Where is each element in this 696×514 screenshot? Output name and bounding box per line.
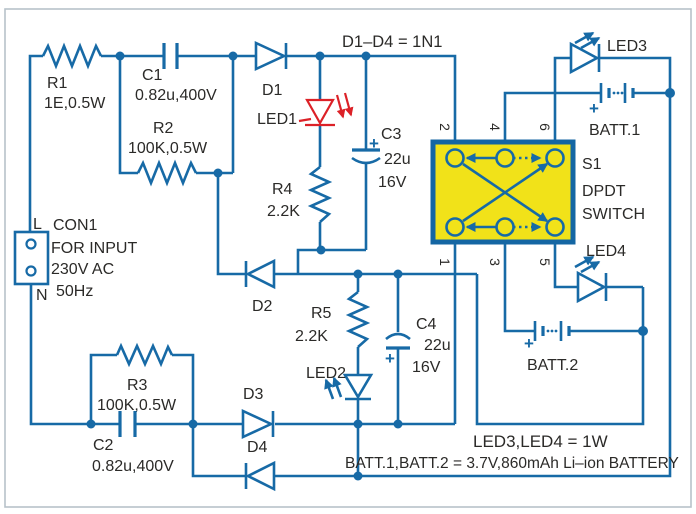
- r5-ref: R5: [311, 305, 332, 322]
- led-led1: LED1: [257, 92, 354, 128]
- batt1-plus-sign: +: [589, 99, 599, 118]
- batt1-ref: BATT.1: [589, 122, 640, 139]
- con1-line4: 50Hz: [56, 283, 93, 300]
- diode-type-note: D1–D4 = 1N1: [342, 33, 442, 51]
- c3-voltage: 16V: [378, 174, 407, 191]
- s1-line2: DPDT: [582, 183, 626, 200]
- con1-terminal-n: [25, 265, 37, 277]
- r1-value: 1E,0.5W: [44, 95, 106, 112]
- resistor-r4: R4 2.2K: [267, 165, 333, 223]
- c1-value: 0.82u,400V: [135, 87, 217, 104]
- diode-d4: D4: [244, 439, 276, 492]
- c2-value: 0.82u,400V: [92, 458, 174, 475]
- c1-ref: C1: [142, 67, 163, 84]
- diode-d2: D2: [244, 258, 276, 315]
- r5-value: 2.2K: [295, 328, 328, 345]
- s1-ref: S1: [582, 156, 602, 173]
- capacitor-c3: + C3 22u 16V: [351, 126, 411, 191]
- d1-ref: D1: [262, 82, 283, 99]
- con1-ref: CON1: [53, 217, 98, 234]
- led2-ref: LED2: [306, 365, 346, 382]
- resistor-r5: R5 2.2K: [295, 290, 371, 348]
- led-led4: LED4: [574, 243, 626, 304]
- diode-d1: D1: [254, 40, 288, 99]
- s1-pin-5: 5: [537, 258, 553, 266]
- capacitor-c4: + C4 22u 16V: [385, 316, 451, 376]
- capacitor-c2: C2 0.82u,400V: [92, 411, 174, 475]
- s1-line3: SWITCH: [582, 206, 645, 223]
- led1-leader-line: [298, 117, 312, 123]
- c4-plus-sign: +: [385, 349, 395, 368]
- con1-line2: FOR INPUT: [51, 240, 137, 257]
- r2-value: 100K,0.5W: [128, 140, 208, 157]
- diode-d3: D3: [241, 386, 275, 440]
- battery-spec-note: BATT.1,BATT.2 = 3.7V,860mAh Li–ion BATTE…: [345, 455, 679, 472]
- capacitor-c1: C1 0.82u,400V: [135, 43, 217, 104]
- s1-pin-6: 6: [537, 123, 553, 131]
- batt2-ref: BATT.2: [527, 357, 578, 374]
- resistor-r2: R2 100K,0.5W: [128, 120, 208, 187]
- con1-terminal-l: [25, 238, 37, 250]
- r2-ref: R2: [153, 120, 174, 137]
- resistor-r3: R3 100K,0.5W: [97, 342, 177, 414]
- s1-pin-4: 4: [487, 123, 503, 131]
- led-led3: LED3: [569, 31, 647, 75]
- con1-line3: 230V AC: [51, 261, 114, 278]
- r3-ref: R3: [127, 377, 148, 394]
- s1-pin-2: 2: [437, 123, 453, 131]
- d2-ref: D2: [252, 298, 273, 315]
- battery-batt1: + BATT.1: [589, 83, 640, 139]
- r4-ref: R4: [272, 181, 293, 198]
- c2-ref: C2: [93, 437, 114, 454]
- r1-ref: R1: [47, 75, 68, 92]
- c4-ref: C4: [416, 316, 437, 333]
- connector-con1: L N CON1 FOR INPUT 230V AC 50Hz: [13, 216, 137, 304]
- led-power-note: LED3,LED4 = 1W: [473, 432, 608, 451]
- led1-ref: LED1: [257, 111, 297, 128]
- resistor-r1: R1 1E,0.5W: [41, 42, 106, 112]
- led3-ref: LED3: [607, 38, 647, 55]
- s1-pin-1: 1: [437, 258, 453, 266]
- con1-label-n: N: [36, 287, 48, 304]
- s1-pin-3: 3: [487, 258, 503, 266]
- switch-contacts: [445, 148, 565, 237]
- junction-dots: [86, 51, 675, 481]
- c4-voltage: 16V: [412, 359, 441, 376]
- led-led2: LED2: [306, 365, 374, 401]
- c3-plus-sign: +: [369, 134, 379, 153]
- r3-value: 100K,0.5W: [97, 397, 177, 414]
- r4-value: 2.2K: [267, 203, 300, 220]
- switch-s1: 2 4 6 1 3 5 S1 DPDT SWITCH: [430, 123, 645, 266]
- led4-ref: LED4: [586, 243, 626, 260]
- con1-label-l: L: [33, 216, 42, 233]
- c3-ref: C3: [381, 126, 402, 143]
- batt2-plus-sign: +: [524, 334, 534, 353]
- c4-value: 22u: [424, 337, 451, 354]
- d4-ref: D4: [247, 439, 268, 456]
- c3-value: 22u: [384, 151, 411, 168]
- d3-ref: D3: [243, 386, 264, 403]
- battery-batt2: + BATT.2: [524, 321, 578, 374]
